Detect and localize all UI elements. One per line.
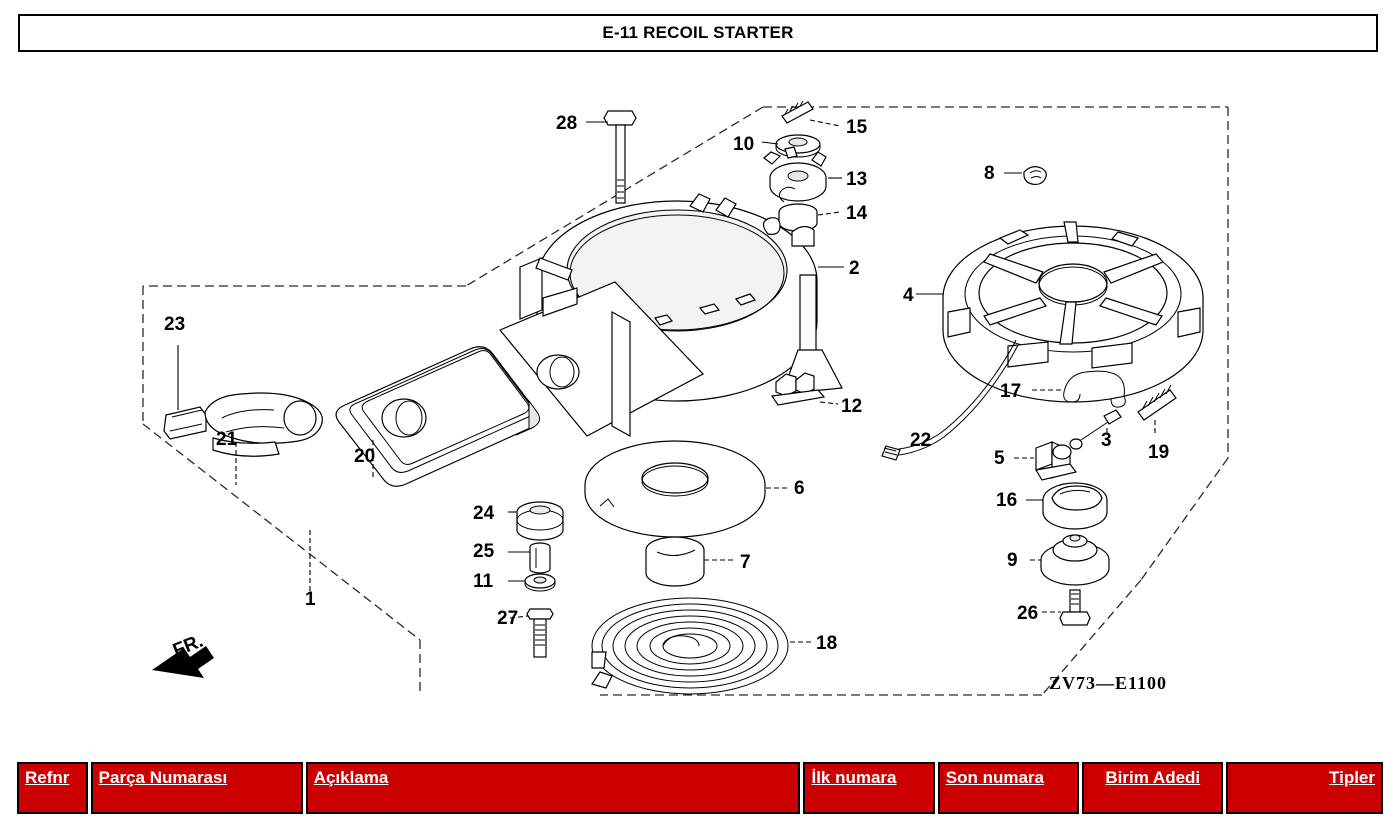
column-header-last-number[interactable]: Son numara [937, 762, 1080, 814]
callout-22: 22 [910, 430, 931, 451]
part-2-starter-case [499, 193, 844, 438]
callout-18: 18 [816, 633, 837, 654]
column-header-types[interactable]: Tipler [1226, 762, 1383, 814]
callout-6: 6 [794, 478, 805, 499]
column-header-refnr[interactable]: Refnr [17, 762, 88, 814]
column-header-part-number[interactable]: Parça Numarası [90, 762, 303, 814]
part-16-ratchet-cap [1026, 482, 1108, 530]
page-title-bar: E-11 RECOIL STARTER [18, 14, 1378, 52]
callout-4: 4 [903, 285, 914, 306]
part-28-flange-bolt [586, 110, 637, 204]
callout-25: 25 [473, 541, 495, 562]
callout-8: 8 [984, 163, 995, 184]
callout-17: 17 [1000, 381, 1021, 402]
callout-10: 10 [733, 134, 754, 155]
part-12-cushion [770, 372, 839, 406]
part-6-friction-plate [584, 440, 790, 538]
callout-2: 2 [849, 258, 860, 279]
callout-5: 5 [994, 448, 1005, 469]
part-9-pulley [1030, 534, 1110, 586]
column-header-description[interactable]: Açıklama [305, 762, 801, 814]
column-header-first-number[interactable]: İlk numara [803, 762, 935, 814]
callout-24: 24 [473, 503, 495, 524]
callout-3: 3 [1101, 430, 1112, 451]
assembly-boundary [142, 106, 1229, 696]
callout-20: 20 [354, 446, 375, 467]
parts-list-table: Refnr Parça Numarası Açıklama İlk numara… [14, 762, 1386, 814]
callout-9: 9 [1007, 550, 1018, 571]
part-23-clip [163, 345, 207, 440]
callout-26: 26 [1017, 603, 1038, 624]
part-20-cover [335, 346, 541, 487]
part-18-recoil-spring [591, 597, 812, 695]
callout-14: 14 [846, 203, 868, 224]
part-22-rope [881, 339, 1019, 461]
callout-23: 23 [164, 314, 185, 335]
part-26-bolt [1042, 589, 1091, 626]
callout-7: 7 [740, 552, 751, 573]
part-4-reel [916, 221, 1204, 403]
part-3-pawl-rod [1069, 409, 1122, 450]
part-24-rubber-mount [508, 501, 564, 541]
part-19-return-spring [1137, 384, 1177, 436]
part-21-grip [204, 392, 323, 485]
part-7-bushing [645, 536, 734, 587]
callout-11: 11 [473, 571, 494, 592]
part-5-holder [1014, 441, 1078, 481]
callout-1: 1 [305, 589, 316, 610]
part-17-ratchet-spring [1032, 370, 1126, 408]
page-title: E-11 RECOIL STARTER [602, 23, 794, 42]
part-13-ratchet-guide [763, 146, 842, 202]
part-27-bolt [509, 608, 554, 658]
part-8-rope-clip [1004, 166, 1047, 186]
callout-12: 12 [841, 396, 862, 417]
column-header-unit-quantity[interactable]: Birim Adedi [1082, 762, 1224, 814]
part-15-pin [781, 100, 841, 127]
table-header-row: Refnr Parça Numarası Açıklama İlk numara… [17, 762, 1383, 814]
part-25-collar [508, 542, 551, 574]
drawing-code: ZV73—E1100 [1049, 673, 1167, 693]
callout-21: 21 [216, 429, 238, 450]
callout-28: 28 [556, 113, 577, 134]
fr-orientation-marker: FR. [152, 631, 214, 678]
callout-15: 15 [846, 117, 868, 138]
callout-19: 19 [1148, 442, 1169, 463]
part-11-washer [508, 573, 556, 592]
callout-27: 27 [497, 608, 518, 629]
callout-16: 16 [996, 490, 1017, 511]
parts-diagram: 28 15 10 13 14 8 [0, 60, 1399, 740]
callout-13: 13 [846, 169, 867, 190]
